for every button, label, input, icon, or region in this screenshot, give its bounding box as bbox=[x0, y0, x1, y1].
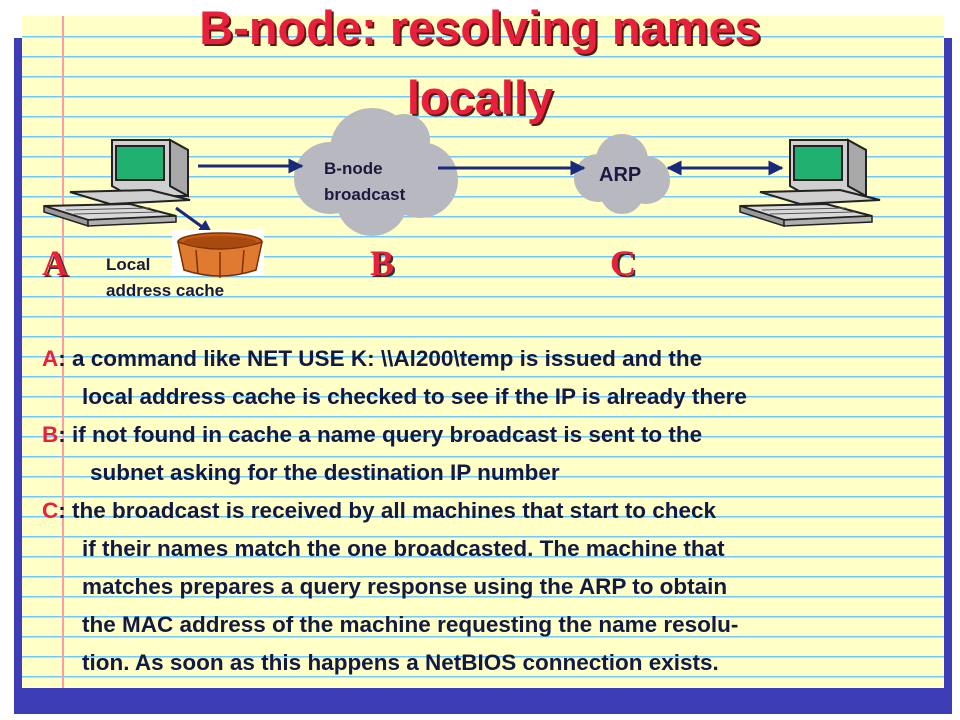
cloud-shape-arp bbox=[574, 134, 670, 214]
cloud-b-label-line-1: B-node bbox=[324, 159, 383, 178]
node-label-c: C bbox=[610, 243, 636, 283]
paragraph-b-line-2: subnet asking for the destination IP num… bbox=[90, 460, 560, 485]
paragraph-c-text-1: : the broadcast is received by all machi… bbox=[58, 498, 716, 523]
cache-box-icon bbox=[172, 230, 264, 278]
title-line-1: B-node: resolving names bbox=[199, 1, 761, 54]
paragraph-b-key: B bbox=[42, 422, 59, 447]
computer-icon-right bbox=[739, 138, 881, 228]
node-label-b: B bbox=[370, 243, 395, 283]
paragraph-c-line-5: tion. As soon as this happens a NetBIOS … bbox=[82, 650, 719, 675]
paragraph-b-text-1: : if not found in cache a name query bro… bbox=[58, 422, 703, 447]
cache-label-line-1: Local bbox=[106, 255, 151, 274]
paragraph-c-line-1: C: the broadcast is received by all mach… bbox=[42, 492, 932, 530]
paragraph-c-line-4: the MAC address of the machine requestin… bbox=[82, 612, 739, 637]
cache-label-line-2: address cache bbox=[106, 281, 225, 300]
cloud-arp-label: ARP bbox=[599, 164, 642, 186]
arrow-a-to-cache bbox=[175, 206, 214, 236]
paragraph-c-key: C bbox=[42, 498, 59, 523]
paragraph-b-line-1: B: if not found in cache a name query br… bbox=[42, 416, 932, 454]
paragraph-a-line-2: local address cache is checked to see if… bbox=[82, 384, 747, 409]
computer-icon-left bbox=[43, 138, 191, 228]
paragraph-a-line-1: A: a command like NET USE K: \\Al200\tem… bbox=[42, 340, 932, 378]
paragraph-c-line-2: if their names match the one broadcasted… bbox=[82, 536, 725, 561]
paper-margin-line bbox=[62, 16, 64, 688]
cache-label: Local address cache bbox=[106, 252, 224, 304]
paragraph-a-text-1: : a command like NET USE K: \\Al200\temp… bbox=[58, 346, 703, 371]
explanation-text: A: a command like NET USE K: \\Al200\tem… bbox=[42, 340, 932, 682]
paragraph-a-key: A bbox=[42, 346, 59, 371]
paragraph-c-line-3: matches prepares a query response using … bbox=[82, 574, 728, 599]
cloud-shape-b-node bbox=[294, 108, 458, 236]
title-line-2: locally bbox=[406, 71, 554, 124]
cloud-b-node-label: B-node broadcast bbox=[324, 156, 405, 208]
node-label-a: A bbox=[42, 243, 68, 283]
lined-paper-background bbox=[22, 16, 944, 688]
cloud-b-label-line-2: broadcast bbox=[324, 185, 406, 204]
